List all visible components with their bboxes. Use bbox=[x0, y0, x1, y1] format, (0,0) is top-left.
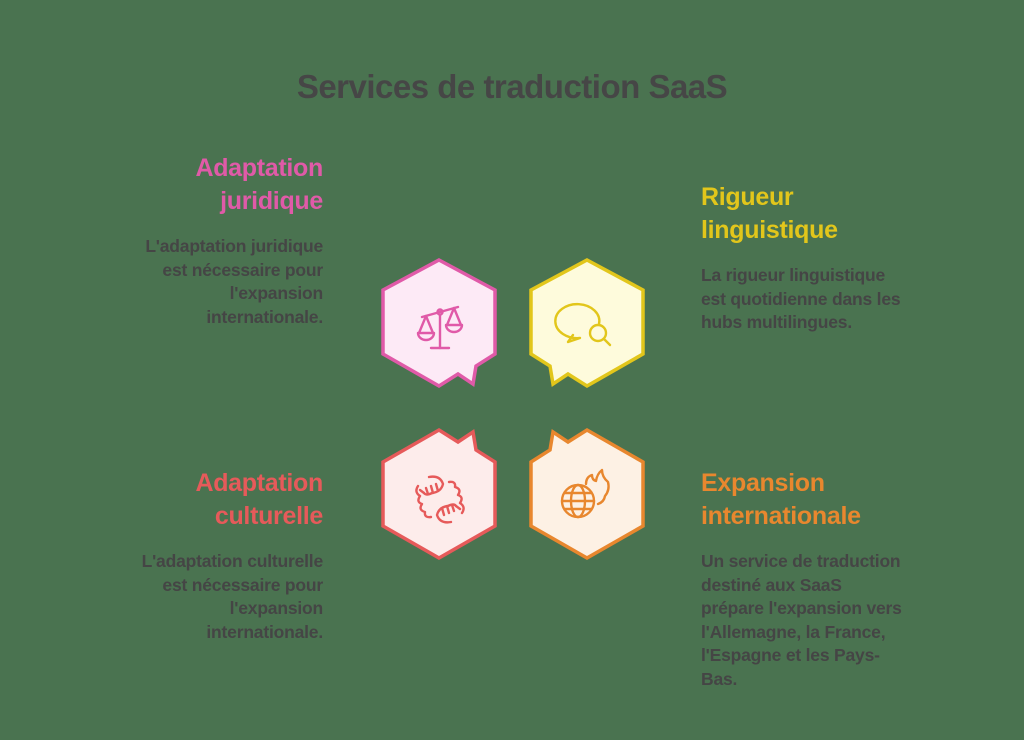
heading-line: culturelle bbox=[214, 502, 323, 530]
hexagon-expansion bbox=[522, 420, 652, 570]
globe-flame-icon bbox=[560, 468, 610, 519]
item-legal: Adaptation juridique L'adaptation juridi… bbox=[60, 152, 323, 329]
item-cultural: Adaptation culturelle L'adaptation cultu… bbox=[60, 467, 324, 644]
description-line: internationale. bbox=[206, 306, 323, 327]
item-legal-description: L'adaptation juridique est nécessaire po… bbox=[60, 235, 323, 329]
heading-line: juridique bbox=[220, 187, 323, 215]
hexagon-cultural bbox=[374, 420, 504, 570]
item-linguistic-heading: Rigueur linguistique bbox=[701, 181, 991, 247]
description-line: l'expansion bbox=[229, 598, 324, 618]
description-line: L'adaptation juridique bbox=[145, 236, 323, 256]
page-title: Services de traduction SaaS bbox=[296, 68, 728, 105]
item-legal-heading: Adaptation juridique bbox=[60, 152, 323, 218]
heading-line: internationale bbox=[701, 502, 861, 530]
description-line: est nécessaire pour bbox=[162, 259, 323, 280]
item-cultural-description: L'adaptation culturelle est nécessaire p… bbox=[60, 550, 324, 644]
description-line: L'adaptation culturelle bbox=[141, 551, 324, 571]
heading-line: Adaptation bbox=[195, 469, 323, 497]
scales-icon bbox=[416, 305, 464, 350]
speech-bubble-search-icon bbox=[554, 302, 612, 347]
item-expansion-description: Un service de traduction destiné aux Saa… bbox=[701, 550, 991, 691]
hexagon-linguistic bbox=[522, 256, 652, 396]
description-line: est nécessaire pour bbox=[162, 574, 323, 595]
description-line: internationale. bbox=[206, 621, 323, 642]
description-line: l'expansion bbox=[229, 283, 324, 303]
item-linguistic-description: La rigueur linguistique est quotidienne … bbox=[701, 264, 991, 335]
description-line: est quotidienne dans les bbox=[701, 288, 901, 309]
item-expansion: Expansion internationale Un service de t… bbox=[701, 467, 991, 691]
description-line: La rigueur linguistique bbox=[701, 265, 886, 285]
description-line: prépare l'expansion vers bbox=[701, 598, 902, 618]
description-line: l'Allemagne, la France, bbox=[701, 621, 886, 642]
description-line: Bas. bbox=[701, 668, 738, 689]
handshake-icon bbox=[415, 475, 465, 524]
description-line: l'Espagne et les Pays- bbox=[701, 645, 880, 665]
item-expansion-heading: Expansion internationale bbox=[701, 467, 991, 533]
heading-line: Adaptation bbox=[195, 154, 323, 182]
item-linguistic: Rigueur linguistique La rigueur linguist… bbox=[701, 181, 991, 335]
heading-line: Expansion bbox=[701, 469, 825, 497]
hexagon-legal bbox=[374, 256, 504, 396]
heading-line: Rigueur bbox=[701, 183, 794, 211]
description-line: destiné aux SaaS bbox=[701, 574, 842, 595]
item-cultural-heading: Adaptation culturelle bbox=[60, 467, 323, 533]
description-line: Un service de traduction bbox=[701, 551, 901, 571]
heading-line: linguistique bbox=[701, 216, 838, 244]
description-line: hubs multilingues. bbox=[701, 312, 852, 332]
